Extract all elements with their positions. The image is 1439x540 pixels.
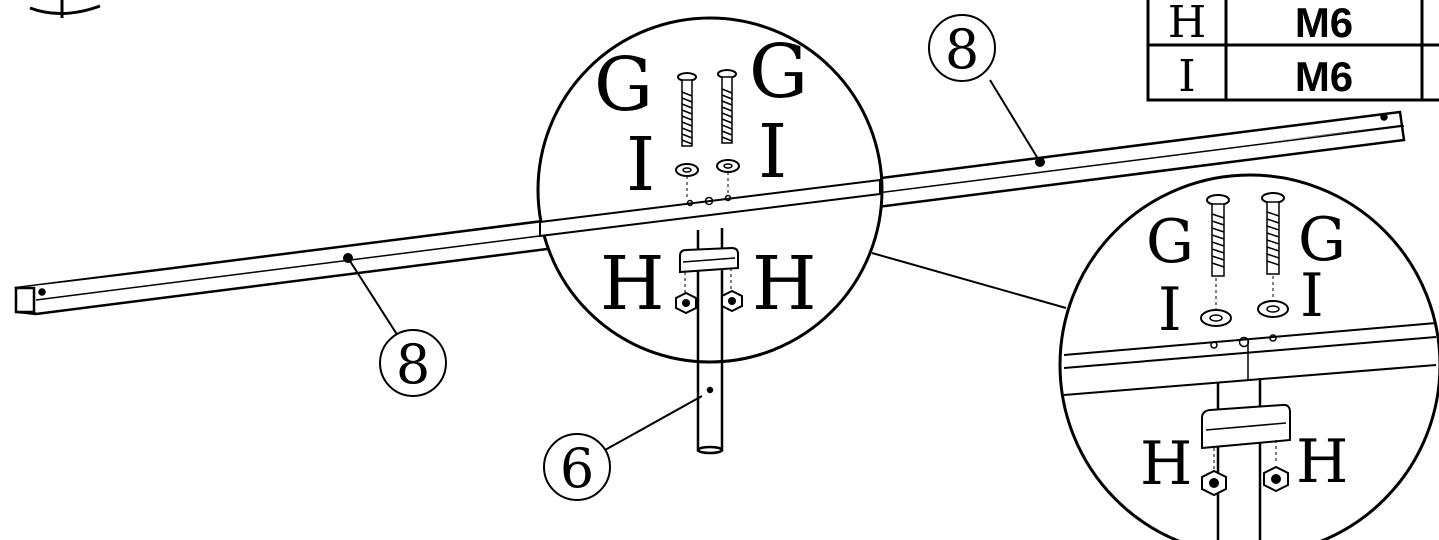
label-g-left: G xyxy=(594,42,653,128)
label-g-right: G xyxy=(749,29,808,115)
zoom-washer-i-left xyxy=(1200,309,1232,327)
zoom-label-i-left: I xyxy=(1158,275,1182,345)
detail-circle-main: G G I I H H xyxy=(536,16,884,364)
label-i-right: I xyxy=(758,109,787,195)
callout-bar-lower: 8 xyxy=(343,253,447,397)
zoom-nut-h-right xyxy=(1263,465,1289,493)
zoom-nut-h-left xyxy=(1201,469,1227,497)
nut-h-right xyxy=(721,289,743,313)
bolt-g-left xyxy=(677,72,697,147)
table-size-h: M6 xyxy=(1295,0,1353,46)
zoom-label-i-right: I xyxy=(1300,261,1324,331)
nut-h-left xyxy=(675,291,697,315)
zoom-label-g-right: G xyxy=(1298,205,1346,275)
label-i-left: I xyxy=(626,122,655,208)
zoom-label-h-left: H xyxy=(1140,429,1192,499)
callout-8-upper: 8 xyxy=(945,18,979,81)
zoom-bolt-g-left xyxy=(1206,194,1230,277)
bolt-g-right xyxy=(717,69,737,144)
zoom-label-g-left: G xyxy=(1146,207,1194,277)
zoom-label-h-right: H xyxy=(1296,427,1348,497)
callout-8-lower: 8 xyxy=(396,333,430,396)
callout-post: 6 xyxy=(543,395,703,501)
washer-i-left xyxy=(675,163,699,177)
zoom-bolt-g-right xyxy=(1261,192,1285,275)
callout-bar-upper: 8 xyxy=(928,14,1045,167)
callout-6: 6 xyxy=(560,437,594,500)
washer-i-right xyxy=(716,159,740,173)
parts-table: H M6 I M6 xyxy=(1146,0,1439,102)
detail-circle-zoom: G G I I H H xyxy=(1058,173,1439,540)
table-code-h: H xyxy=(1168,0,1206,48)
zoom-washer-i-right xyxy=(1257,300,1289,318)
label-h-right: H xyxy=(752,241,817,327)
table-size-i: M6 xyxy=(1295,53,1353,100)
page-corner-fragment xyxy=(29,0,101,18)
table-code-i: I xyxy=(1178,51,1195,102)
label-h-left: H xyxy=(600,241,665,327)
